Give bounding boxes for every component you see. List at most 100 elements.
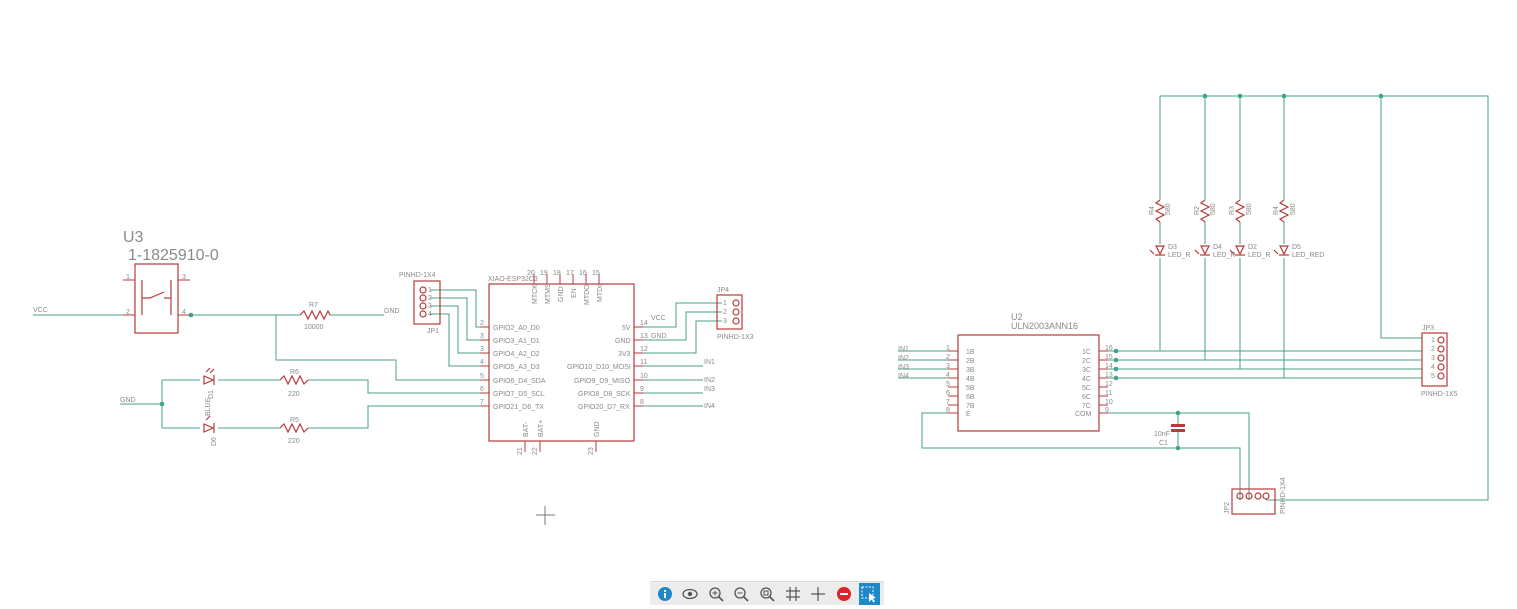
crosshair-cursor-icon: [536, 506, 555, 525]
visibility-button[interactable]: [680, 583, 702, 605]
svg-text:1: 1: [1431, 337, 1435, 344]
svg-text:2: 2: [946, 354, 950, 361]
svg-text:GPIO9_D9_MISO: GPIO9_D9_MISO: [574, 378, 631, 385]
svg-text:13: 13: [1105, 372, 1113, 379]
svg-text:COM: COM: [1075, 411, 1092, 418]
u1-value: XIAO-ESP32C3: [488, 276, 538, 283]
svg-text:GPIO4_A2_D2: GPIO4_A2_D2: [493, 351, 540, 358]
net-gnd-jp4: GND: [651, 333, 667, 340]
svg-text:3: 3: [1431, 355, 1435, 362]
info-button[interactable]: [654, 583, 676, 605]
svg-text:5: 5: [946, 381, 950, 388]
jp4-pin2: 2: [723, 309, 727, 316]
svg-text:MTDI: MTDI: [597, 285, 604, 302]
net-in3: IN3: [704, 386, 715, 393]
c1-name: C1: [1159, 440, 1168, 447]
net-in2: IN2: [704, 377, 715, 384]
svg-text:2B: 2B: [966, 358, 975, 365]
u3-pin4: 4: [182, 309, 186, 316]
c1-capacitor[interactable]: 10nF C1: [1154, 424, 1185, 447]
top-resistors[interactable]: R4 580 R2 580 R3 580 R4 580: [1149, 199, 1297, 223]
svg-text:R3: R3: [1229, 206, 1236, 215]
svg-text:15: 15: [1105, 354, 1113, 361]
svg-text:GPIO10_D10_MOSI: GPIO10_D10_MOSI: [567, 364, 631, 371]
net-gnd-r7: GND: [384, 308, 400, 315]
stop-button[interactable]: [833, 583, 855, 605]
svg-text:D3: D3: [1168, 244, 1177, 251]
net-vcc-jp4: VCC: [651, 315, 666, 322]
svg-text:1B: 1B: [966, 349, 975, 356]
r5-resistor[interactable]: R5 220: [279, 417, 309, 445]
svg-text:11: 11: [1105, 390, 1112, 397]
jp1-pin3: 3: [428, 303, 432, 310]
u3-switch[interactable]: U3 1-1825910-0 1 2 3 4: [123, 229, 219, 334]
svg-text:GPIO5_A3_D3: GPIO5_A3_D3: [493, 364, 540, 371]
svg-text:GPIO2_A0_D0: GPIO2_A0_D0: [493, 325, 540, 332]
net-labels: VCC GND GND VCC GND IN1 IN2 IN3 IN4 IN1 …: [33, 307, 909, 410]
jp4-header[interactable]: 1 2 3 JP4 PINHD-1X3: [716, 287, 754, 341]
net-vcc-left: VCC: [33, 307, 48, 314]
d6-led[interactable]: D6: [203, 415, 218, 446]
svg-text:10: 10: [1105, 399, 1113, 406]
jp2-name: JP2: [1224, 502, 1231, 514]
svg-text:R4: R4: [1273, 206, 1280, 215]
svg-text:2: 2: [480, 320, 484, 327]
svg-text:5V: 5V: [622, 325, 631, 332]
u2-uln2003[interactable]: U2 ULN2003ANN16 11B 22B 33B 44B 55B 66B …: [946, 312, 1113, 432]
svg-text:16: 16: [579, 270, 587, 277]
svg-text:10: 10: [640, 373, 648, 380]
u2-name: U2: [1011, 312, 1023, 322]
svg-text:R4: R4: [1149, 206, 1156, 215]
zoom-in-button[interactable]: [705, 583, 727, 605]
svg-text:14: 14: [1105, 363, 1113, 370]
u2-value: ULN2003ANN16: [1011, 321, 1078, 331]
d1-led[interactable]: D1 BLUE: [203, 367, 215, 416]
r7-resistor[interactable]: R7 10000: [299, 302, 331, 331]
grid-button[interactable]: [782, 583, 804, 605]
svg-text:BAT+: BAT+: [538, 420, 545, 437]
zoom-fit-button[interactable]: [756, 583, 778, 605]
svg-text:D2: D2: [1248, 244, 1257, 251]
u3-pin3: 3: [182, 274, 186, 281]
net-in4-u2: IN4: [898, 373, 909, 380]
r5-name: R5: [290, 417, 299, 424]
jp2-header[interactable]: JP2 PINHD-1X4: [1224, 477, 1287, 515]
svg-text:7: 7: [480, 399, 484, 406]
svg-text:GPIO3_A1_D1: GPIO3_A1_D1: [493, 338, 540, 345]
svg-text:19: 19: [540, 270, 548, 277]
svg-text:GND: GND: [615, 338, 631, 345]
svg-text:5C: 5C: [1082, 385, 1091, 392]
svg-text:12: 12: [640, 346, 648, 353]
svg-text:4: 4: [480, 359, 484, 366]
crosshair-icon: [811, 586, 826, 601]
zoom-out-button[interactable]: [731, 583, 753, 605]
jp1-header[interactable]: 1 2 3 4 PINHD-1X4 JP1: [399, 272, 441, 335]
svg-text:GPIO6_D4_SDA: GPIO6_D4_SDA: [493, 378, 546, 385]
jp1-value: PINHD-1X4: [399, 272, 436, 279]
svg-text:580: 580: [1290, 203, 1297, 215]
svg-text:18: 18: [553, 270, 561, 277]
u3-pin2: 2: [126, 309, 130, 316]
svg-text:580: 580: [1210, 203, 1217, 215]
r5-value: 220: [288, 438, 300, 445]
r6-name: R6: [290, 369, 299, 376]
jp3-header[interactable]: 1 2 3 4 5 JP3 PINHD-1X5: [1421, 325, 1458, 398]
svg-text:8: 8: [946, 407, 950, 414]
svg-text:16: 16: [1105, 345, 1113, 352]
svg-text:LED_R: LED_R: [1248, 252, 1271, 259]
svg-text:3: 3: [946, 363, 950, 370]
junction-dots: [159, 93, 1384, 451]
svg-text:580: 580: [1165, 203, 1172, 215]
select-button[interactable]: [858, 582, 881, 605]
svg-text:7C: 7C: [1082, 403, 1091, 410]
svg-text:21: 21: [517, 447, 524, 455]
r6-resistor[interactable]: R6 220: [279, 369, 309, 398]
top-leds[interactable]: D3 LED_R D4 LED_R D2 LED_R D5 LED_RED: [1149, 244, 1324, 259]
crosshair-button[interactable]: [807, 583, 829, 605]
c1-value: 10nF: [1154, 431, 1170, 438]
